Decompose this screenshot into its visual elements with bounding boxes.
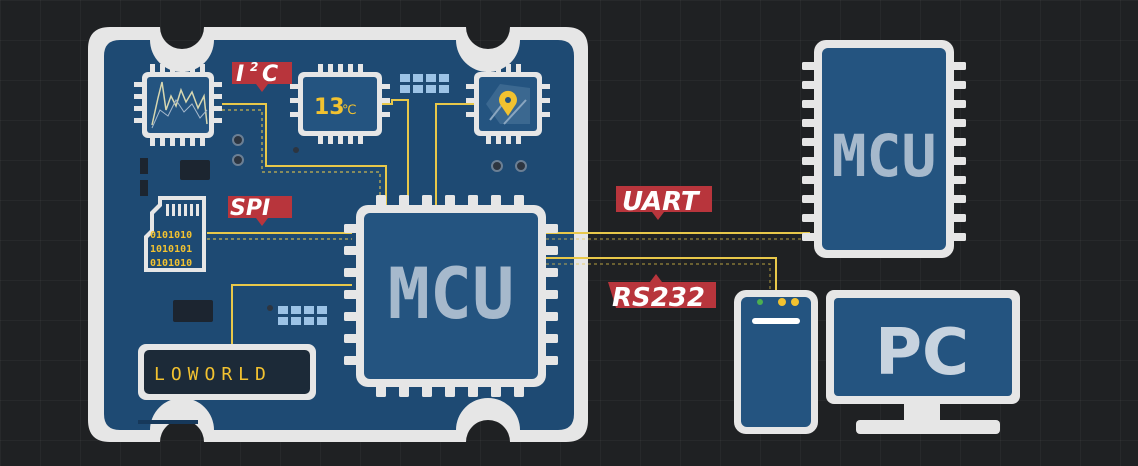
sensor-chip-temperature: 13 ℃ [290,64,390,144]
board-decorations [138,74,527,424]
temperature-value: 13 [314,95,345,120]
sd-bits-row-3: 0101010 [150,258,192,269]
i2c-tag: I 2 C [232,60,292,92]
temperature-unit: ℃ [342,103,357,118]
external-mcu-label: MCU [832,122,937,190]
board-traces-dashed [207,109,381,240]
uart-label: UART [622,187,701,217]
i2c-label: I [236,62,244,87]
lcd-display-text: LOWORLD [154,364,272,385]
i2c-label-superscript: 2 [250,60,258,74]
lcd-display: LOWORLD [138,344,316,400]
phone-icon [734,290,818,434]
spi-label: SPI [230,196,270,221]
map-pin-icon [486,84,530,125]
external-mcu-chip: MCU [802,40,966,258]
uart-tag: UART [616,186,712,220]
main-mcu-label: MCU [388,253,514,335]
rs232-label: RS232 [612,283,705,313]
i2c-label-end: C [262,62,278,87]
sensor-chip-waveform [134,64,222,146]
sd-bits-row-2: 1010101 [150,244,192,255]
microsd-card-icon: 0101010 1010101 0101010 [144,196,206,272]
external-traces [546,232,810,292]
trace-i2c-right [435,103,475,205]
trace-i2c-left [222,103,387,205]
main-mcu-chip: MCU [344,195,558,397]
trace-display [231,284,352,348]
sensor-chip-gps [466,64,550,144]
rs232-tag: RS232 [608,274,716,313]
trace-rs232 [546,257,777,292]
sd-bits-row-1: 0101010 [150,230,192,241]
pc-label: PC [875,316,969,390]
waveform-chart-icon [151,81,208,126]
monitor-icon: PC [826,290,1020,434]
spi-tag: SPI [228,196,292,226]
